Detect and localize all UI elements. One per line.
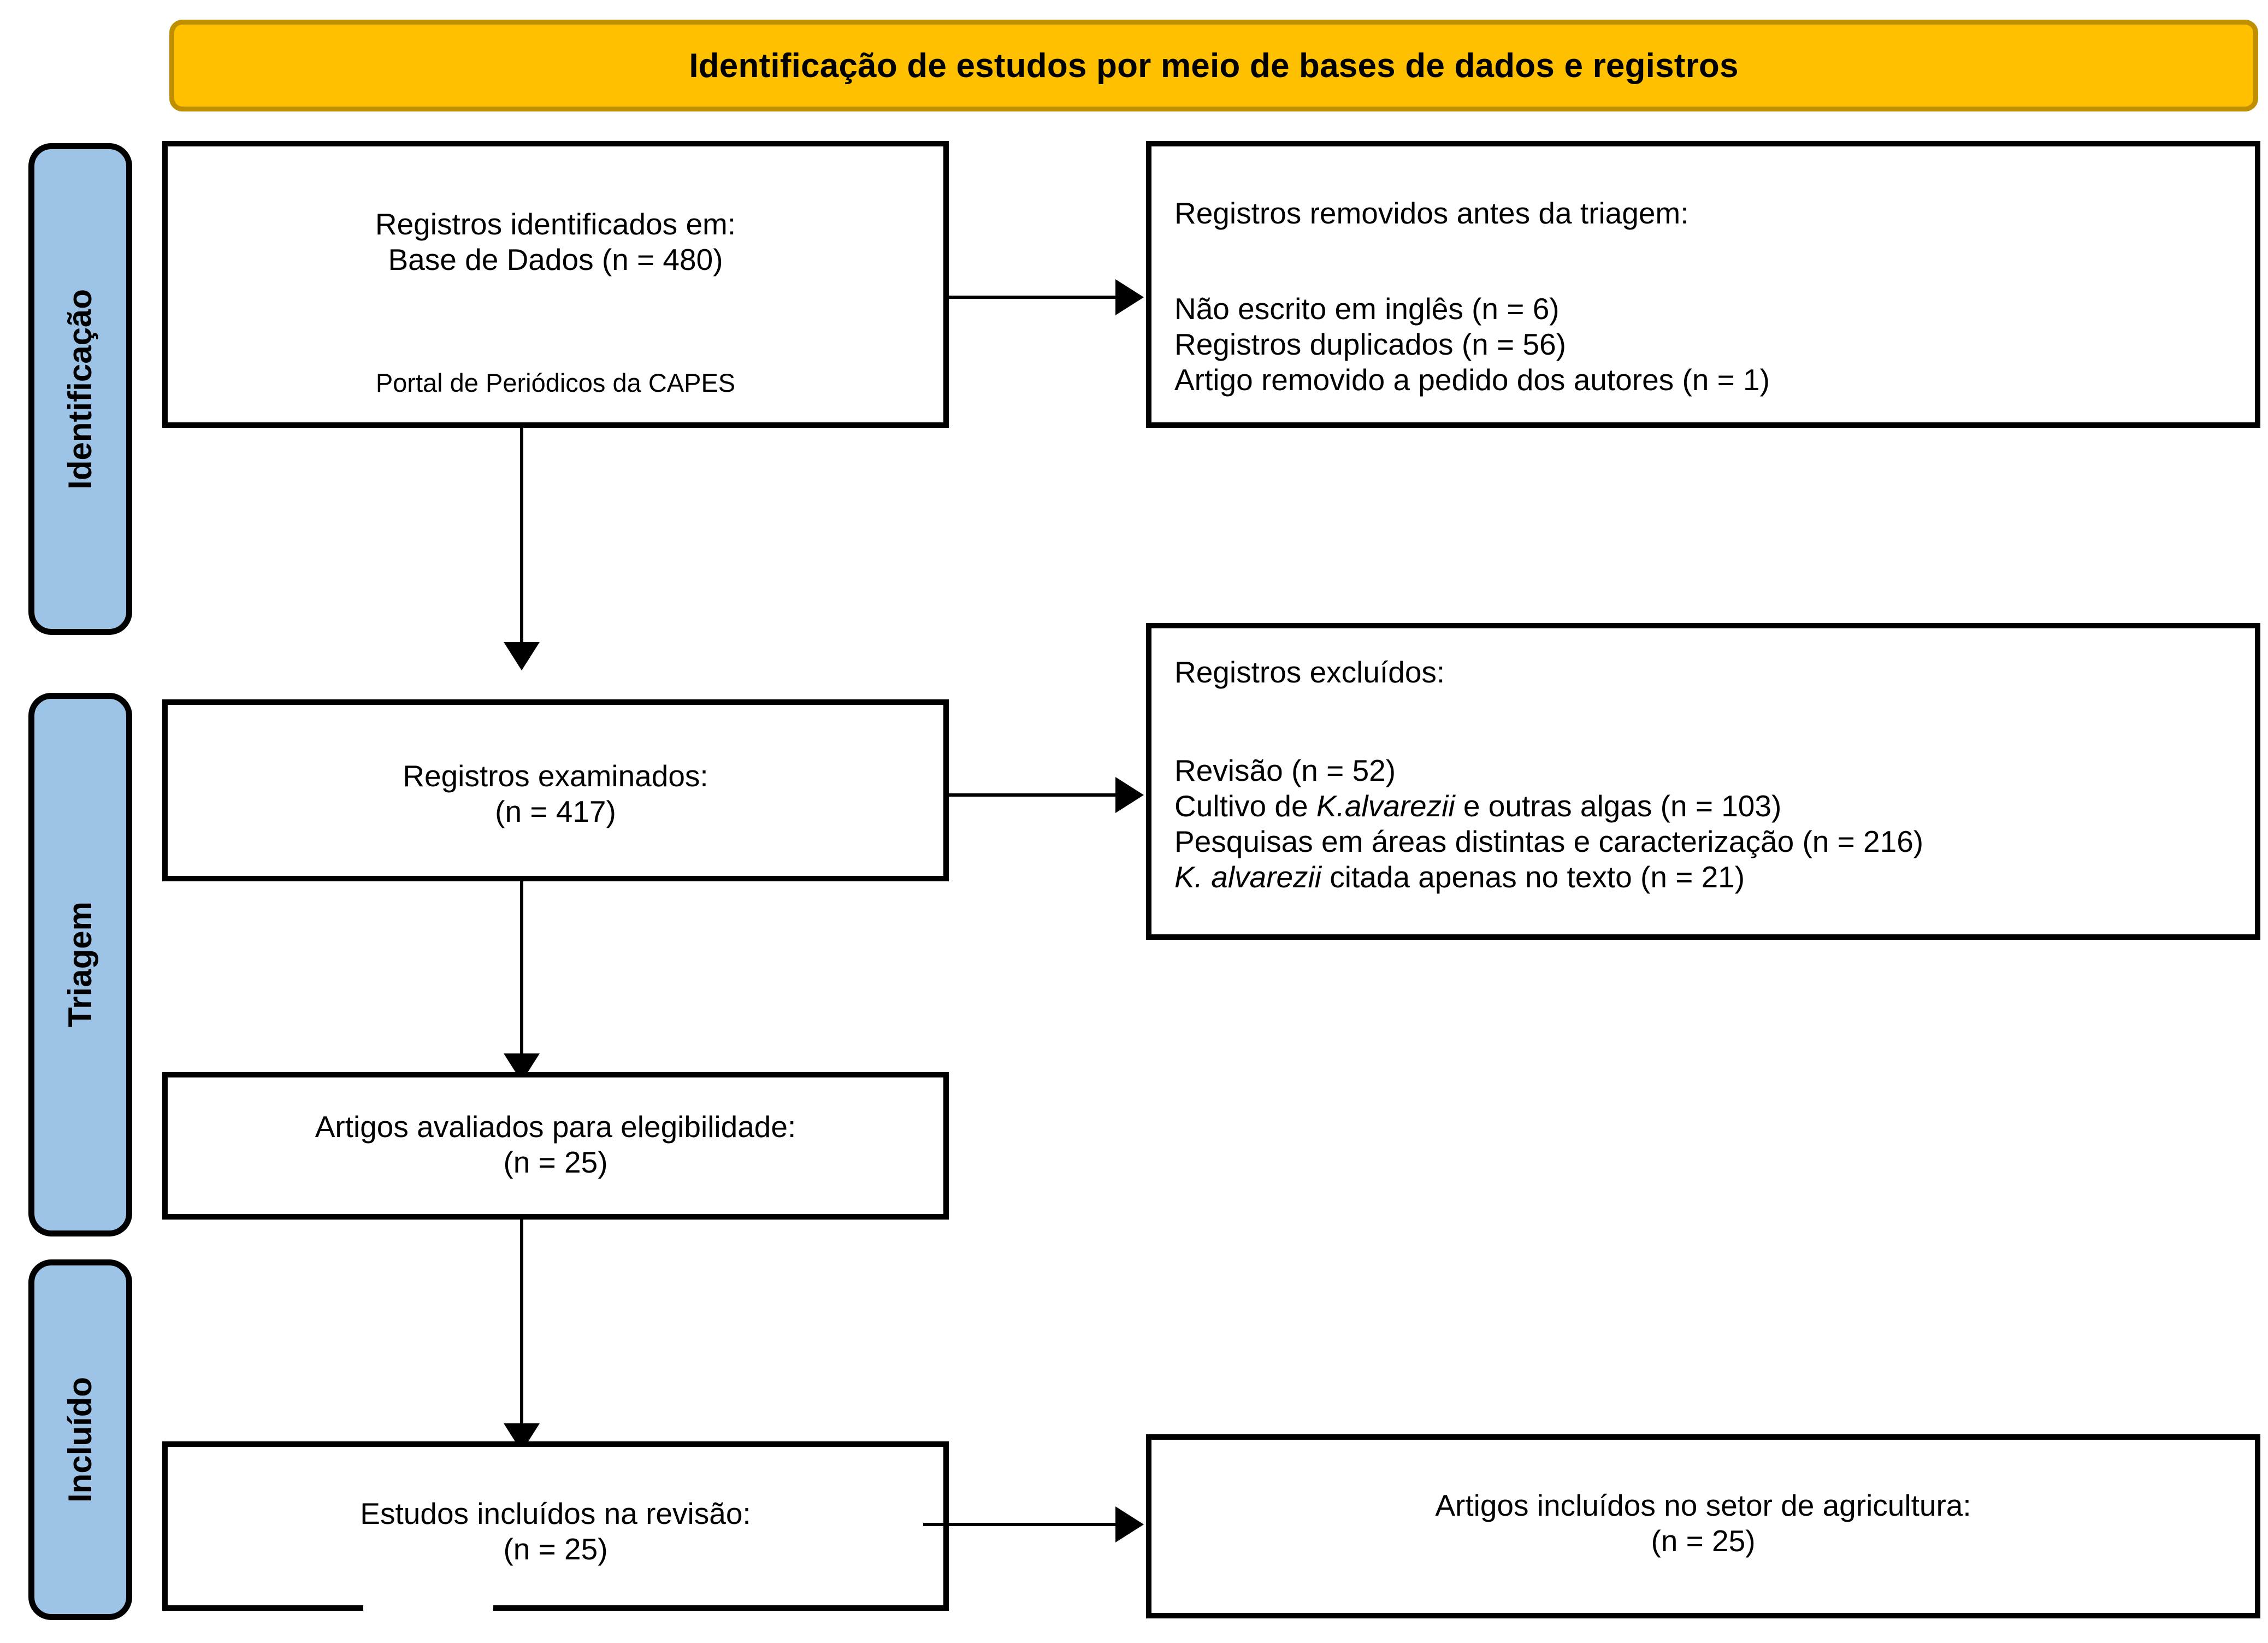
records-removed-item-2: Registros duplicados (n = 56) (1174, 327, 1566, 361)
records-excluded-item-4: K. alvarezii citada apenas no texto (n =… (1174, 859, 2255, 895)
bottom-border-notch (363, 1604, 493, 1613)
records-identified-line2: Base de Dados (n = 480) (388, 242, 723, 276)
stage-label-incluido: Incluído (62, 1377, 98, 1503)
page-title: Identificação de estudos por meio de bas… (689, 46, 1739, 85)
records-identified-source: Portal de Periódicos da CAPES (375, 368, 736, 397)
stage-triagem: Triagem (28, 693, 132, 1236)
records-excluded-heading: Registros excluídos: (1174, 655, 1445, 689)
connector-eligibility-to-included (520, 1220, 523, 1427)
arrowhead-identified-to-screened (504, 642, 540, 670)
articles-eligibility-line1: Artigos avaliados para elegibilidade: (315, 1110, 796, 1144)
box-records-excluded: Registros excluídos: Revisão (n = 52) Cu… (1146, 623, 2260, 940)
articles-agriculture-line1: Artigos incluídos no setor de agricultur… (1435, 1488, 1971, 1522)
records-excluded-item-2-pre: Cultivo de (1174, 788, 1316, 823)
records-screened-line2: (n = 417) (495, 794, 616, 828)
stage-label-triagem: Triagem (62, 902, 98, 1028)
records-excluded-item-4-species: K. alvarezii (1174, 859, 1321, 894)
connector-screened-to-excluded (949, 793, 1115, 797)
records-screened-line1: Registros examinados: (403, 759, 708, 793)
records-excluded-item-2-species: K.alvarezii (1316, 788, 1455, 823)
records-removed-heading: Registros removidos antes da triagem: (1174, 196, 1689, 230)
connector-identified-to-removed (949, 296, 1115, 299)
box-records-identified: Registros identificados em: Base de Dado… (162, 141, 949, 428)
stage-incluido: Incluído (28, 1259, 132, 1620)
records-removed-item-3: Artigo removido a pedido dos autores (n … (1174, 362, 1770, 397)
studies-included-line1: Estudos incluídos na revisão: (360, 1497, 751, 1530)
box-articles-agriculture: Artigos incluídos no setor de agricultur… (1146, 1434, 2260, 1618)
box-articles-eligibility: Artigos avaliados para elegibilidade: (n… (162, 1072, 949, 1220)
stage-identificacao: Identificação (28, 143, 132, 635)
connector-screened-to-eligibility (520, 881, 523, 1057)
studies-included-line2: (n = 25) (503, 1532, 608, 1566)
records-excluded-item-2: Cultivo de K.alvarezii e outras algas (n… (1174, 788, 2255, 824)
connector-identified-to-screened (520, 428, 523, 646)
arrowhead-screened-to-excluded (1115, 777, 1144, 813)
header-banner: Identificação de estudos por meio de bas… (169, 20, 2258, 111)
connector-included-to-agriculture (923, 1523, 1115, 1526)
articles-agriculture-line2: (n = 25) (1651, 1523, 1756, 1558)
arrowhead-identified-to-removed (1115, 279, 1144, 315)
box-records-removed: Registros removidos antes da triagem: Nã… (1146, 141, 2260, 428)
records-removed-item-1: Não escrito em inglês (n = 6) (1174, 292, 1560, 326)
box-studies-included: Estudos incluídos na revisão: (n = 25) (162, 1441, 949, 1611)
articles-eligibility-line2: (n = 25) (503, 1145, 608, 1179)
records-excluded-item-3: Pesquisas em áreas distintas e caracteri… (1174, 824, 1924, 858)
records-identified-line1: Registros identificados em: (375, 207, 736, 241)
stage-label-identificacao: Identificação (62, 288, 98, 490)
records-excluded-item-1: Revisão (n = 52) (1174, 753, 1396, 787)
records-excluded-item-2-post: e outras algas (n = 103) (1455, 788, 1782, 823)
records-excluded-item-4-post: citada apenas no texto (n = 21) (1321, 859, 1745, 894)
arrowhead-included-to-agriculture (1115, 1506, 1144, 1542)
box-records-screened: Registros examinados: (n = 417) (162, 699, 949, 881)
